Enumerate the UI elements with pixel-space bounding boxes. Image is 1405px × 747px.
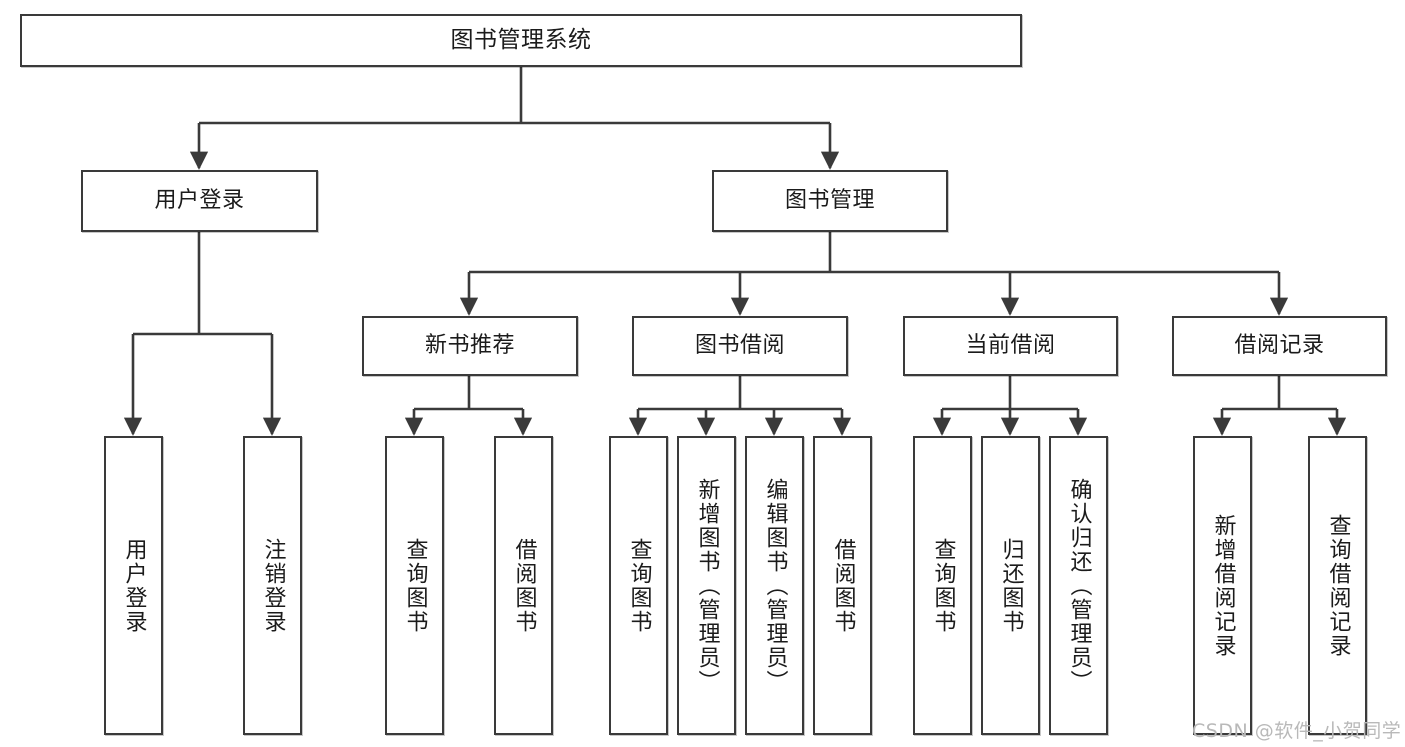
node-leaf-add-borrow-record[interactable]: 新增借阅记录 [1193, 436, 1252, 735]
node-label: 借阅记录 [1234, 332, 1325, 358]
node-user-login[interactable]: 用户登录 [81, 170, 318, 232]
node-label: 图书借阅 [694, 332, 785, 358]
node-label: 借阅图书 [830, 537, 856, 634]
node-label: 查询借阅记录 [1325, 513, 1351, 658]
node-label: 新增图书（管理员） [694, 477, 720, 694]
node-label: 归还图书 [998, 537, 1024, 634]
node-leaf-borrow-book[interactable]: 借阅图书 [813, 436, 872, 735]
node-leaf-user-login[interactable]: 用户登录 [104, 436, 163, 735]
node-label: 图书管理系统 [450, 27, 592, 54]
node-label: 当前借阅 [965, 332, 1056, 358]
node-leaf-query-book-current[interactable]: 查询图书 [913, 436, 972, 735]
node-label: 新书推荐 [424, 332, 515, 358]
node-label: 查询图书 [930, 537, 956, 634]
node-label: 编辑图书（管理员） [762, 477, 788, 694]
node-current-borrow[interactable]: 当前借阅 [903, 316, 1118, 376]
node-label: 新增借阅记录 [1210, 513, 1236, 658]
node-label: 查询图书 [402, 537, 428, 634]
csdn-watermark: CSDN @软件_小贺同学 [1192, 720, 1402, 742]
node-label: 注销登录 [260, 537, 286, 634]
node-label: 确认归还（管理员） [1066, 477, 1092, 694]
node-root-system[interactable]: 图书管理系统 [20, 14, 1022, 67]
node-leaf-return-book[interactable]: 归还图书 [981, 436, 1040, 735]
node-leaf-user-logout[interactable]: 注销登录 [243, 436, 302, 735]
node-label: 用户登录 [154, 187, 245, 213]
node-new-book-recommend[interactable]: 新书推荐 [362, 316, 578, 376]
node-book-borrow[interactable]: 图书借阅 [632, 316, 848, 376]
node-leaf-borrow-book-recommend[interactable]: 借阅图书 [494, 436, 553, 735]
node-label: 查询图书 [626, 537, 652, 634]
node-label: 借阅图书 [511, 537, 537, 634]
node-leaf-edit-book[interactable]: 编辑图书（管理员） [745, 436, 804, 735]
node-borrow-record[interactable]: 借阅记录 [1172, 316, 1387, 376]
node-leaf-query-book-recommend[interactable]: 查询图书 [385, 436, 444, 735]
node-label: 用户登录 [121, 537, 147, 634]
node-leaf-add-book[interactable]: 新增图书（管理员） [677, 436, 736, 735]
node-label: 图书管理 [784, 187, 875, 213]
node-leaf-query-book-borrow[interactable]: 查询图书 [609, 436, 668, 735]
node-leaf-query-borrow-record[interactable]: 查询借阅记录 [1308, 436, 1367, 735]
node-book-manage[interactable]: 图书管理 [712, 170, 948, 232]
node-leaf-confirm-return[interactable]: 确认归还（管理员） [1049, 436, 1108, 735]
